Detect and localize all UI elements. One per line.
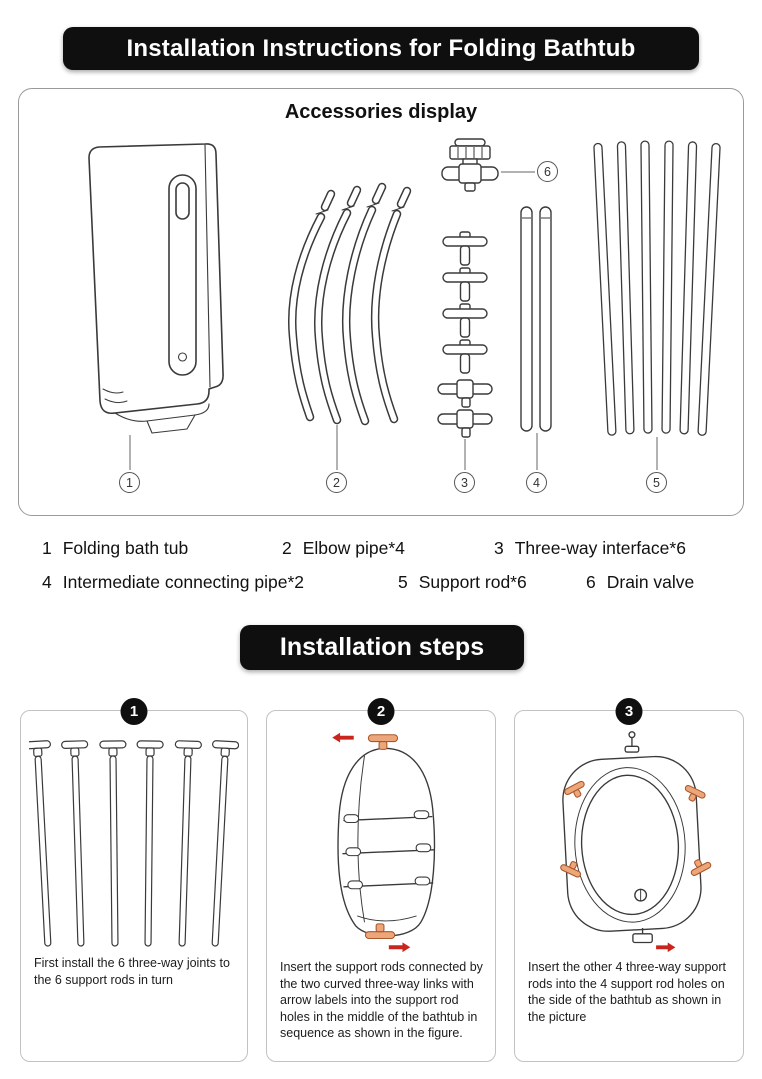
legend-num-3: 3 bbox=[494, 538, 504, 558]
legend-label-1: Folding bath tub bbox=[62, 538, 189, 558]
callout-1-number: 1 bbox=[126, 475, 133, 490]
step1-rods-with-joints-illustration bbox=[29, 740, 239, 947]
callout-3-number: 3 bbox=[461, 475, 468, 490]
callout-5-number: 5 bbox=[653, 475, 660, 490]
accessories-panel: Accessories display bbox=[18, 88, 744, 516]
legend-num-2: 2 bbox=[282, 538, 292, 558]
step-card-2: 2 bbox=[266, 698, 496, 1062]
drain-valve-drawing bbox=[441, 138, 499, 192]
legend-num-6: 6 bbox=[586, 572, 596, 592]
step-2-number: 2 bbox=[376, 703, 386, 720]
legend-label-3: Three-way interface*6 bbox=[514, 538, 686, 558]
step3-direction-arrow bbox=[656, 942, 676, 953]
callout-5: 5 bbox=[646, 472, 667, 493]
legend-item-three-way-interface: 3 Three-way interface*6 bbox=[494, 538, 686, 559]
callout-leader-lines bbox=[129, 171, 658, 470]
callout-4: 4 bbox=[526, 472, 547, 493]
legend-item-elbow-pipe: 2 Elbow pipe*4 bbox=[282, 538, 405, 559]
step-badge-2: 2 bbox=[367, 698, 395, 725]
accessories-illustration bbox=[88, 138, 721, 470]
step-card-1: 1 First install the 6 three-way joints t… bbox=[20, 698, 248, 1062]
callout-2-number: 2 bbox=[333, 475, 340, 490]
legend-label-5: Support rod*6 bbox=[418, 572, 527, 592]
elbow-pipes-drawing bbox=[288, 182, 412, 426]
step-card-3: 3 Insert bbox=[514, 698, 744, 1062]
callout-2: 2 bbox=[326, 472, 347, 493]
step-3-number: 3 bbox=[624, 703, 634, 720]
accessories-drawing-area: 1 2 3 4 5 6 bbox=[19, 89, 743, 515]
connecting-pipes-drawing bbox=[520, 206, 552, 432]
steps-row: 1 First install the 6 three-way joints t… bbox=[0, 698, 762, 1062]
step2-rod-holes bbox=[343, 810, 432, 890]
callout-4-number: 4 bbox=[533, 475, 540, 490]
legend-num-4: 4 bbox=[42, 572, 52, 592]
legend-row-2: 4 Intermediate connecting pipe*2 5 Suppo… bbox=[0, 572, 762, 596]
step2-folded-bathtub-illustration bbox=[332, 732, 436, 953]
callout-6-number: 6 bbox=[544, 164, 551, 179]
step2-top-connector bbox=[367, 734, 399, 750]
legend-num-5: 5 bbox=[398, 572, 408, 592]
step2-bottom-connector bbox=[364, 923, 396, 940]
step3-bathtub-outline bbox=[562, 731, 702, 944]
step-1-number: 1 bbox=[129, 703, 139, 720]
step-caption-1: First install the 6 three-way joints to … bbox=[34, 956, 230, 987]
step-badge-3: 3 bbox=[615, 698, 643, 725]
support-rods-drawing bbox=[593, 140, 721, 436]
legend-label-2: Elbow pipe*4 bbox=[302, 538, 405, 558]
legend-item-drain-valve: 6 Drain valve bbox=[586, 572, 694, 593]
folding-bathtub-drawing bbox=[88, 143, 224, 434]
legend-row-1: 1 Folding bath tub 2 Elbow pipe*4 3 Thre… bbox=[0, 538, 762, 562]
step2-direction-arrows bbox=[332, 732, 411, 953]
steps-title: Installation steps bbox=[279, 633, 485, 661]
legend-item-support-rod: 5 Support rod*6 bbox=[398, 572, 527, 593]
legend-label-6: Drain valve bbox=[606, 572, 695, 592]
step-caption-2: Insert the support rods connected by the… bbox=[280, 960, 483, 1040]
header-banner: Installation Instructions for Folding Ba… bbox=[63, 27, 699, 70]
step-badge-1: 1 bbox=[120, 698, 148, 725]
step3-bathtub-top-view-illustration bbox=[560, 731, 712, 953]
accessories-title: Accessories display bbox=[284, 101, 478, 123]
callout-1: 1 bbox=[119, 472, 140, 493]
legend-item-connecting-pipe: 4 Intermediate connecting pipe*2 bbox=[42, 572, 304, 593]
step3-side-connectors bbox=[560, 780, 712, 878]
three-way-interface-drawing bbox=[437, 231, 493, 438]
legend-item-folding-bath-tub: 1 Folding bath tub bbox=[42, 538, 188, 559]
callout-3: 3 bbox=[454, 472, 475, 493]
legend-label-4: Intermediate connecting pipe*2 bbox=[62, 572, 305, 592]
page-title: Installation Instructions for Folding Ba… bbox=[126, 34, 636, 62]
step-caption-3: Insert the other 4 three-way support rod… bbox=[528, 960, 727, 1024]
steps-banner: Installation steps bbox=[240, 625, 524, 670]
step2-bathtub-outline bbox=[337, 747, 436, 937]
accessories-legend: 1 Folding bath tub 2 Elbow pipe*4 3 Thre… bbox=[0, 534, 762, 618]
legend-num-1: 1 bbox=[42, 538, 52, 558]
callout-6: 6 bbox=[537, 161, 558, 182]
